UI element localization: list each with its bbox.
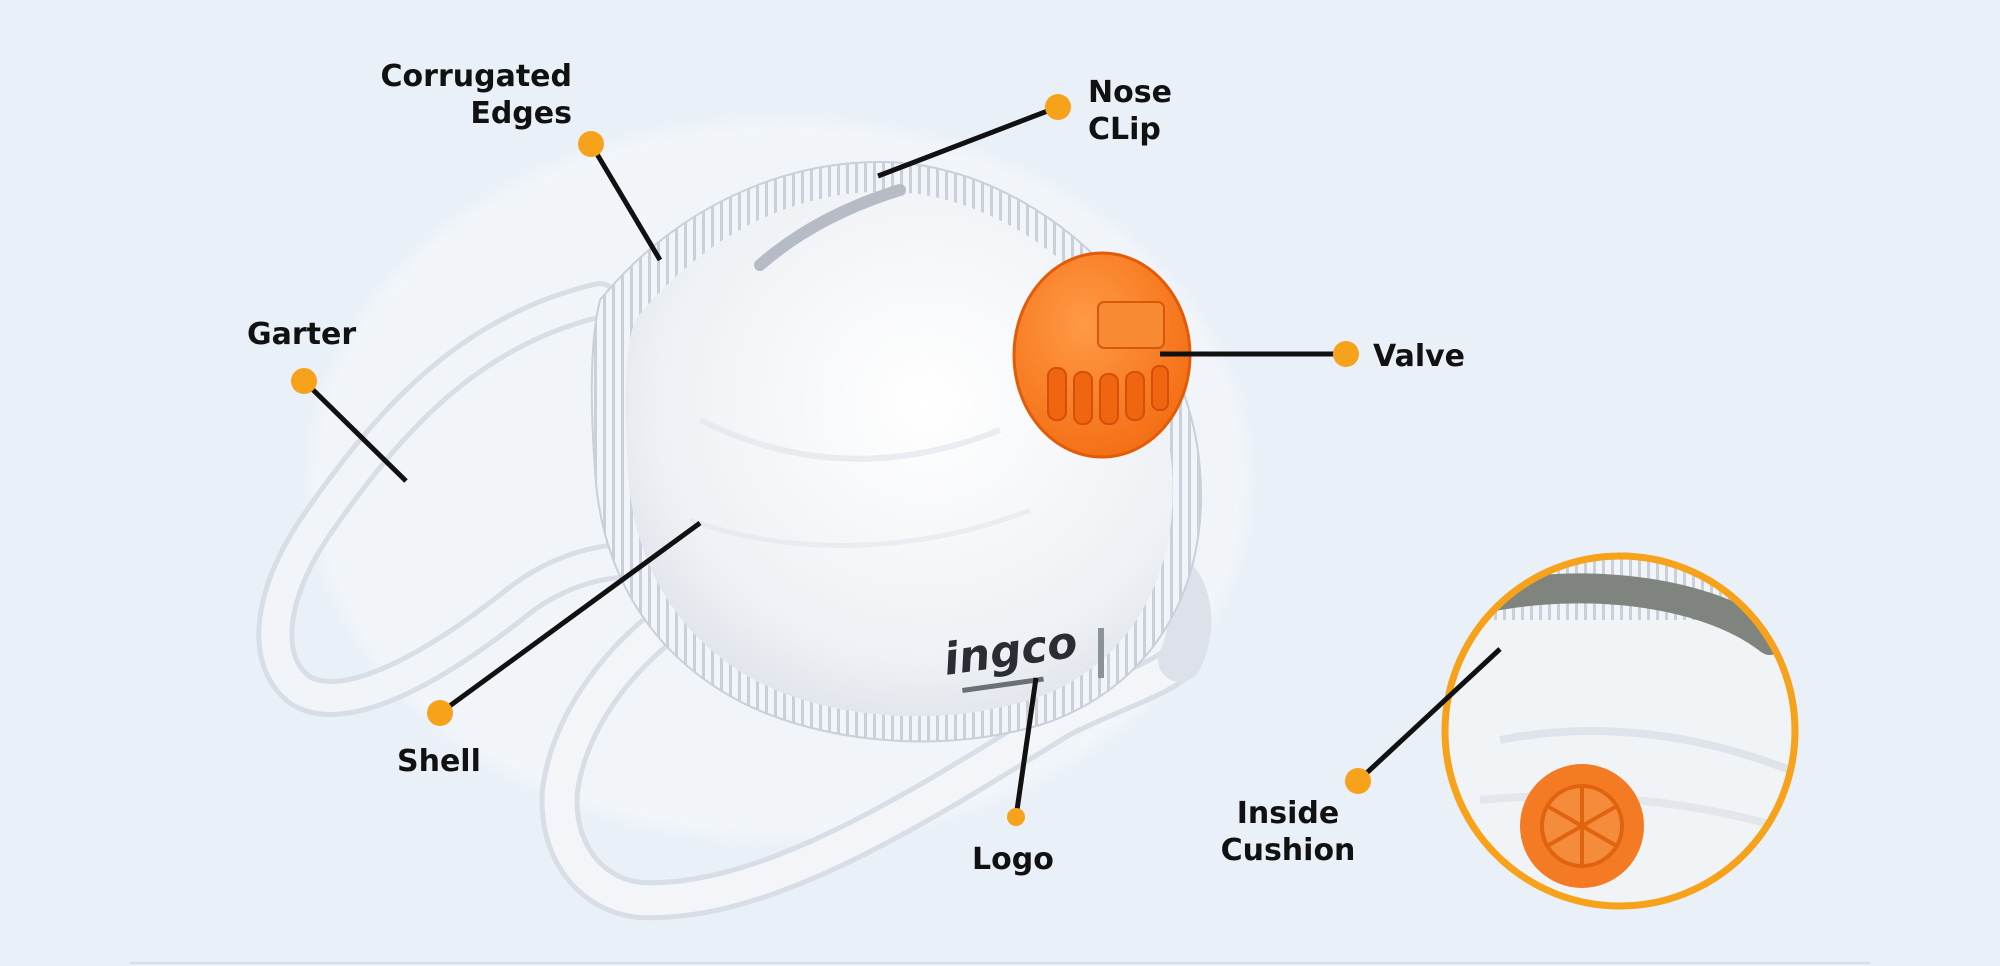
inner-valve-icon xyxy=(1520,764,1644,888)
nose-clip-strip xyxy=(754,184,906,271)
bottom-divider xyxy=(130,962,1870,964)
garter-strap xyxy=(256,281,1212,921)
marker-garter xyxy=(291,368,317,394)
label-inside-cushion-line1: Inside xyxy=(1236,796,1340,831)
leader-logo xyxy=(1013,677,1039,818)
leader-lines xyxy=(302,104,1502,818)
marker-shell xyxy=(427,700,453,726)
label-nose-clip: Nose CLip xyxy=(1088,74,1172,148)
label-logo: Logo xyxy=(972,842,1054,877)
label-valve: Valve xyxy=(1373,339,1466,374)
label-nose-clip-line2: CLip xyxy=(1088,112,1161,147)
marker-valve xyxy=(1333,341,1359,367)
label-corrugated-edges-line2: Edges xyxy=(470,96,572,131)
valve-vent-icon xyxy=(1047,365,1169,425)
leader-corrugated-edges xyxy=(588,142,663,262)
marker-nose-clip xyxy=(1045,94,1071,120)
label-corrugated-edges-line1: Corrugated xyxy=(380,59,572,94)
leader-nose-clip xyxy=(877,104,1059,179)
label-corrugated-edges: Corrugated Edges xyxy=(372,58,572,132)
marker-logo xyxy=(1007,808,1025,826)
inside-cushion-inset xyxy=(1441,552,1799,910)
leader-inside-cushion xyxy=(1356,647,1502,783)
label-inside-cushion-line2: Cushion xyxy=(1220,833,1356,868)
exhalation-valve xyxy=(1012,251,1192,459)
marker-inside-cushion xyxy=(1345,768,1371,794)
label-nose-clip-line1: Nose xyxy=(1088,75,1172,110)
label-shell: Shell xyxy=(397,744,481,779)
label-garter: Garter xyxy=(247,317,357,352)
marker-corrugated-edges xyxy=(578,131,604,157)
label-inside-cushion: Inside Cushion xyxy=(1208,795,1368,869)
marker-dots xyxy=(291,94,1371,826)
leader-garter xyxy=(302,379,408,483)
leader-shell xyxy=(438,520,702,716)
